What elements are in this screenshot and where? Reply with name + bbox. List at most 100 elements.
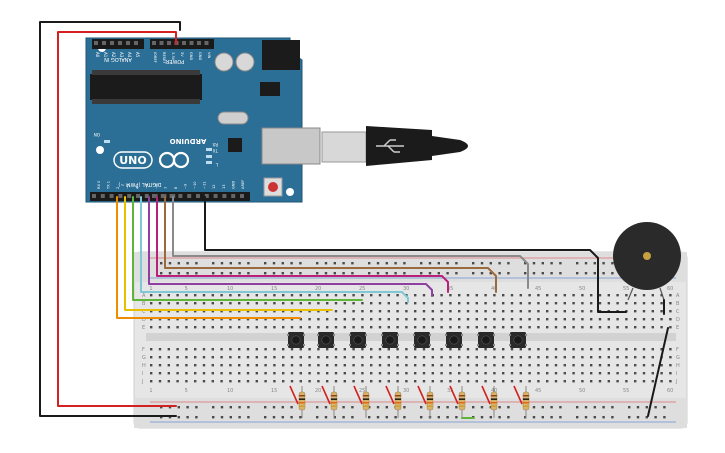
wire-yellow[interactable] (124, 196, 333, 311)
rail-hole[interactable] (446, 272, 449, 275)
breadboard-hole[interactable] (475, 294, 478, 297)
breadboard-hole[interactable] (202, 310, 206, 313)
breadboard-hole[interactable] (440, 326, 443, 329)
breadboard-hole[interactable] (607, 302, 610, 305)
breadboard-hole[interactable] (255, 326, 258, 329)
breadboard-hole[interactable] (352, 318, 355, 321)
rail-hole[interactable] (541, 262, 544, 265)
breadboard-hole[interactable] (449, 364, 452, 367)
breadboard-hole[interactable] (634, 310, 637, 313)
breadboard-hole[interactable] (616, 318, 619, 321)
breadboard-hole[interactable] (572, 310, 575, 313)
breadboard-hole[interactable] (554, 326, 558, 329)
breadboard-hole[interactable] (484, 326, 487, 329)
breadboard-hole[interactable] (167, 372, 170, 375)
breadboard-hole[interactable] (519, 364, 522, 367)
breadboard-hole[interactable] (194, 348, 197, 351)
breadboard-hole[interactable] (308, 318, 311, 321)
breadboard-hole[interactable] (308, 310, 311, 313)
breadboard-hole[interactable] (519, 294, 522, 297)
rail-hole[interactable] (498, 262, 501, 265)
rail-hole[interactable] (385, 262, 388, 265)
breadboard-hole[interactable] (440, 372, 443, 375)
breadboard-hole[interactable] (484, 372, 487, 375)
rail-hole[interactable] (524, 262, 527, 265)
breadboard-hole[interactable] (625, 356, 628, 359)
breadboard-hole[interactable] (378, 356, 382, 359)
breadboard-hole[interactable] (167, 294, 170, 297)
breadboard-hole[interactable] (290, 348, 294, 351)
breadboard-hole[interactable] (651, 348, 654, 351)
breadboard-hole[interactable] (282, 380, 285, 383)
rail-hole[interactable] (559, 406, 562, 409)
rail-hole[interactable] (437, 272, 440, 275)
breadboard-hole[interactable] (343, 318, 346, 321)
rail-hole[interactable] (507, 416, 510, 419)
breadboard-hole[interactable] (502, 348, 505, 351)
breadboard-hole[interactable] (458, 372, 461, 375)
rail-hole[interactable] (437, 406, 440, 409)
rail-hole[interactable] (316, 272, 319, 275)
breadboard-hole[interactable] (238, 318, 241, 321)
breadboard-hole[interactable] (502, 310, 505, 313)
breadboard-hole[interactable] (158, 364, 162, 367)
breadboard-hole[interactable] (431, 372, 434, 375)
breadboard-hole[interactable] (211, 356, 214, 359)
breadboard-hole[interactable] (176, 356, 179, 359)
breadboard-hole[interactable] (299, 294, 302, 297)
rail-hole[interactable] (576, 272, 579, 275)
breadboard-hole[interactable] (642, 294, 646, 297)
breadboard-hole[interactable] (150, 318, 153, 321)
breadboard-hole[interactable] (634, 294, 637, 297)
rail-hole[interactable] (541, 416, 544, 419)
resistor[interactable] (417, 385, 434, 418)
breadboard-hole[interactable] (396, 318, 399, 321)
breadboard-hole[interactable] (546, 318, 549, 321)
rail-hole[interactable] (290, 272, 293, 275)
rail-hole[interactable] (316, 262, 319, 265)
rail-hole[interactable] (524, 272, 527, 275)
arduino-uno-board[interactable]: UNO ARDUINO ANALOG IN POWER DIGITAL (PWM… (85, 37, 321, 203)
breadboard-hole[interactable] (669, 302, 672, 305)
breadboard-hole[interactable] (607, 318, 610, 321)
breadboard-hole[interactable] (299, 318, 302, 321)
breadboard-hole[interactable] (528, 294, 531, 297)
breadboard-hole[interactable] (528, 348, 531, 351)
breadboard-hole[interactable] (255, 348, 258, 351)
breadboard-hole[interactable] (440, 364, 443, 367)
breadboard-hole[interactable] (246, 380, 250, 383)
rail-hole[interactable] (403, 272, 406, 275)
breadboard-hole[interactable] (440, 356, 443, 359)
breadboard-hole[interactable] (167, 364, 170, 367)
breadboard-hole[interactable] (554, 294, 558, 297)
breadboard-hole[interactable] (625, 294, 628, 297)
breadboard-hole[interactable] (158, 348, 162, 351)
breadboard-hole[interactable] (625, 348, 628, 351)
breadboard-hole[interactable] (387, 372, 390, 375)
breadboard-hole[interactable] (378, 348, 382, 351)
breadboard-hole[interactable] (651, 326, 654, 329)
breadboard-hole[interactable] (642, 318, 646, 321)
breadboard-hole[interactable] (255, 318, 258, 321)
push-button[interactable] (477, 332, 495, 348)
breadboard-hole[interactable] (150, 356, 153, 359)
breadboard-hole[interactable] (273, 356, 276, 359)
breadboard-hole[interactable] (308, 326, 311, 329)
rail-hole[interactable] (351, 272, 354, 275)
breadboard-hole[interactable] (361, 294, 364, 297)
breadboard-hole[interactable] (590, 310, 593, 313)
rail-hole[interactable] (195, 272, 198, 275)
breadboard-hole[interactable] (651, 356, 654, 359)
breadboard-hole[interactable] (440, 380, 443, 383)
breadboard-hole[interactable] (554, 310, 558, 313)
push-button[interactable] (317, 332, 335, 348)
wire-5v-red[interactable] (57, 31, 177, 407)
rail-hole[interactable] (428, 272, 432, 275)
breadboard-hole[interactable] (634, 348, 637, 351)
breadboard-hole[interactable] (361, 364, 364, 367)
breadboard-hole[interactable] (581, 356, 584, 359)
push-button[interactable] (509, 332, 527, 348)
rail-hole[interactable] (385, 416, 388, 419)
breadboard-hole[interactable] (537, 310, 540, 313)
rail-hole[interactable] (455, 406, 458, 409)
